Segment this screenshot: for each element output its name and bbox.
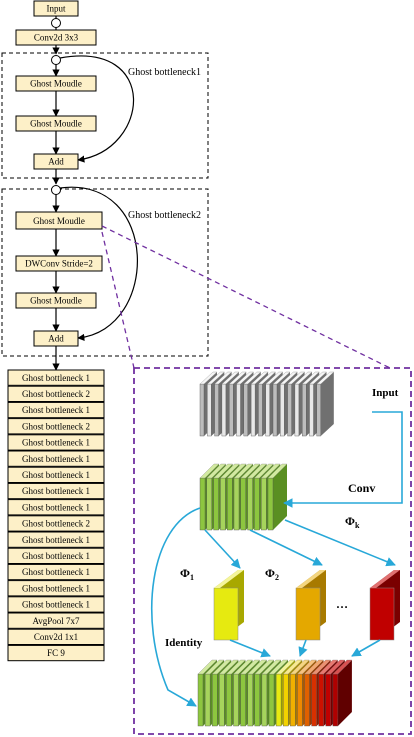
ghost-bottleneck1-title: Ghost bottleneck1 — [128, 67, 201, 78]
junction-node — [51, 55, 61, 65]
stack-block: Conv2d 1x1 — [7, 628, 105, 646]
phi-k-label: Φ k — [345, 514, 360, 530]
gb2-ghost-module-2: Ghost Moudle — [15, 292, 97, 309]
stack-block: Ghost bottleneck 1 — [7, 466, 105, 484]
intrinsic-feature-maps — [199, 463, 288, 531]
stack-block: Ghost bottleneck 1 — [7, 596, 105, 613]
svg-text:Conv2d 1x1: Conv2d 1x1 — [34, 632, 78, 642]
svg-text:Input: Input — [47, 4, 66, 14]
svg-text:Ghost Moudle: Ghost Moudle — [30, 79, 82, 89]
svg-text:Ghost bottleneck 1: Ghost bottleneck 1 — [22, 583, 90, 593]
svg-text:FC 9: FC 9 — [47, 648, 65, 658]
bottleneck-stack: Ghost bottleneck 1 Ghost bottleneck 2 Ghos… — [7, 369, 105, 662]
phi-k-map — [369, 570, 400, 641]
feature-map — [332, 659, 353, 727]
stack-block: Ghost bottleneck 1 — [7, 547, 105, 565]
gb1-ghost-module-2: Ghost Moudle — [15, 115, 97, 132]
ghost-module-detail-frame — [133, 367, 412, 735]
stack-block: Ghost bottleneck 1 — [7, 401, 105, 419]
conv-label: Conv — [348, 481, 375, 495]
svg-text:k: k — [355, 521, 360, 530]
zoom-line — [101, 225, 391, 369]
block-conv2d-3x3: Conv2d 3x3 — [15, 29, 97, 46]
svg-text:Ghost bottleneck 1: Ghost bottleneck 1 — [22, 502, 90, 512]
stack-block: Ghost bottleneck 2 — [7, 515, 105, 532]
svg-text:Ghost bottleneck 1: Ghost bottleneck 1 — [22, 600, 90, 610]
phi-2-arrow — [249, 529, 323, 566]
gb2-dwconv: DWConv Stride=2 — [15, 255, 103, 272]
gb2-skip-connection — [59, 186, 139, 341]
stack-block: Ghost bottleneck 1 — [7, 563, 105, 581]
gb1-ghost-module-1: Ghost Moudle — [15, 75, 97, 92]
svg-text:Ghost Moudle: Ghost Moudle — [30, 119, 82, 129]
phi-k-arrow — [284, 519, 396, 567]
ghost-bottleneck2-title: Ghost bottleneck2 — [128, 210, 201, 221]
svg-text:Ghost bottleneck 1: Ghost bottleneck 1 — [22, 551, 90, 561]
svg-text:Φ: Φ — [265, 566, 275, 580]
phi-1-arrow — [204, 529, 241, 569]
merge-arrow — [229, 639, 271, 658]
stack-block: Ghost bottleneck 2 — [7, 418, 105, 435]
junction-node — [51, 18, 61, 28]
conv-arrow — [283, 411, 403, 508]
stack-block: Ghost bottleneck 1 — [7, 482, 105, 500]
svg-text:Ghost bottleneck 2: Ghost bottleneck 2 — [22, 421, 90, 431]
gb1-skip-connection — [59, 55, 135, 163]
stack-block: Ghost bottleneck 1 — [7, 499, 105, 516]
svg-text:Ghost bottleneck 1: Ghost bottleneck 1 — [22, 405, 90, 415]
input-label: Input — [372, 387, 399, 399]
ghost-bottleneck2-frame — [1, 188, 209, 357]
phi-1-map — [213, 570, 244, 641]
phi-2-map — [295, 570, 326, 641]
block-input: Input — [33, 0, 79, 17]
ellipsis: … — [336, 597, 348, 611]
feature-map — [316, 371, 335, 437]
phi-1-label: Φ 1 — [180, 566, 194, 582]
identity-label: Identity — [165, 637, 203, 649]
svg-text:Ghost Moudle: Ghost Moudle — [30, 296, 82, 306]
svg-text:Add: Add — [48, 334, 64, 344]
svg-text:Ghost bottleneck 1: Ghost bottleneck 1 — [22, 470, 90, 480]
stack-block: Ghost bottleneck 2 — [7, 385, 105, 403]
ghost-bottleneck1-frame — [1, 52, 209, 179]
phi-2-label: Φ 2 — [265, 566, 279, 582]
svg-text:Ghost bottleneck 2: Ghost bottleneck 2 — [22, 389, 90, 399]
gb2-add: Add — [33, 330, 79, 347]
svg-text:Ghost bottleneck 2: Ghost bottleneck 2 — [22, 519, 90, 529]
svg-text:1: 1 — [190, 573, 194, 582]
svg-text:Ghost bottleneck 1: Ghost bottleneck 1 — [22, 486, 90, 496]
stack-block: Ghost bottleneck 1 — [7, 434, 105, 451]
merge-arrow — [298, 639, 308, 657]
svg-text:Ghost bottleneck 1: Ghost bottleneck 1 — [22, 567, 90, 577]
junction-node — [51, 185, 61, 195]
svg-text:Ghost bottleneck 1: Ghost bottleneck 1 — [22, 535, 90, 545]
svg-text:Ghost Moudle: Ghost Moudle — [33, 216, 85, 226]
output-feature-maps — [197, 659, 353, 727]
svg-text:Conv2d 3x3: Conv2d 3x3 — [34, 33, 79, 43]
stack-block: FC 9 — [7, 644, 105, 662]
svg-text:Ghost bottleneck 1: Ghost bottleneck 1 — [22, 454, 90, 464]
stack-block: AvgPool 7x7 — [7, 612, 105, 629]
stack-block: Ghost bottleneck 1 — [7, 369, 105, 386]
svg-text:DWConv Stride=2: DWConv Stride=2 — [25, 259, 93, 269]
identity-arrow — [151, 507, 201, 707]
merge-arrow — [351, 639, 381, 657]
svg-text:Ghost bottleneck 1: Ghost bottleneck 1 — [22, 438, 90, 448]
svg-text:AvgPool 7x7: AvgPool 7x7 — [32, 616, 80, 626]
svg-text:2: 2 — [275, 573, 279, 582]
stack-block: Ghost bottleneck 1 — [7, 531, 105, 548]
svg-text:Add: Add — [48, 157, 64, 167]
svg-text:Φ: Φ — [345, 514, 355, 528]
feature-map — [267, 463, 288, 531]
stack-block: Ghost bottleneck 1 — [7, 580, 105, 597]
gb1-add: Add — [33, 153, 79, 170]
svg-text:Φ: Φ — [180, 566, 190, 580]
gb2-ghost-module-highlighted: Ghost Moudle — [15, 211, 103, 230]
svg-text:Ghost bottleneck 1: Ghost bottleneck 1 — [22, 373, 90, 383]
input-feature-maps — [199, 371, 335, 437]
stack-block: Ghost bottleneck 1 — [7, 450, 105, 467]
